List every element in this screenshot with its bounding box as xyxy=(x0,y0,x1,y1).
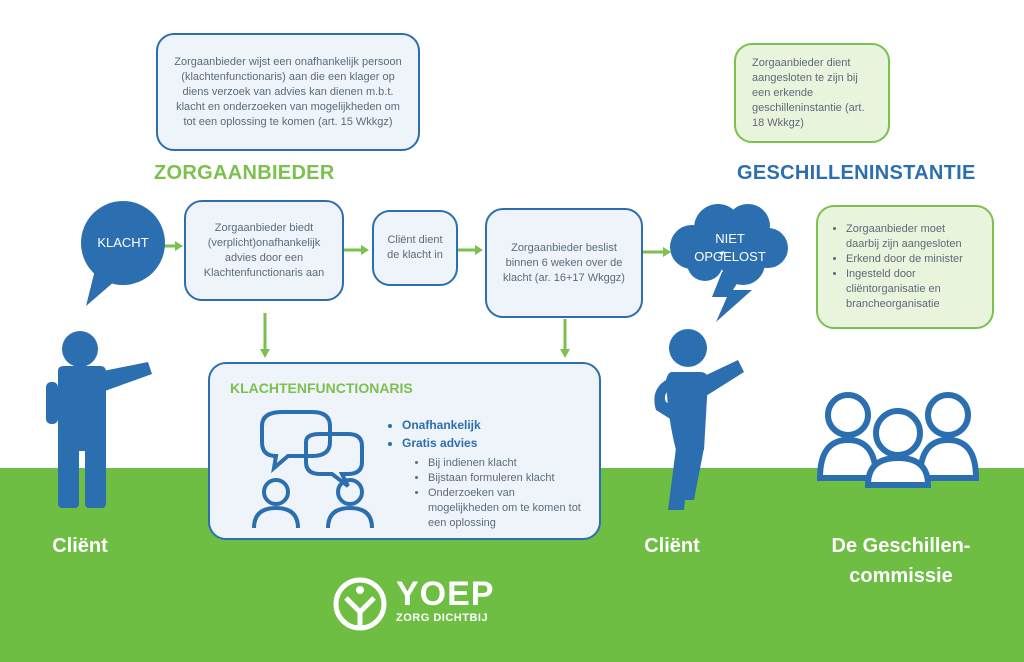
niet-text: NIET xyxy=(715,231,745,246)
yoep-logo-emblem xyxy=(333,577,387,631)
caption-commission: De Geschillen- commissie xyxy=(806,531,996,591)
info-box-klachtenfunctionaris: Zorgaanbieder wijst een onafhankelijk pe… xyxy=(156,33,420,151)
commission-line-2: commissie xyxy=(849,565,953,587)
geschilleninstantie-criteria: Zorgaanbieder moet daarbij zijn aangeslo… xyxy=(816,205,994,329)
kf-sub-item: Onderzoeken van mogelijkheden om te kome… xyxy=(428,486,588,531)
kf-sub-list: Bij indienen klacht Bijstaan formuleren … xyxy=(416,456,588,531)
flow-step-2: Cliënt dient de klacht in xyxy=(372,210,458,286)
flow-step-1: Zorgaanbieder biedt (verplicht)onafhanke… xyxy=(184,200,344,301)
info-box-text: Zorgaanbieder wijst een onafhankelijk pe… xyxy=(174,55,402,128)
flow-step-text: Zorgaanbieder beslist binnen 6 weken ove… xyxy=(503,241,625,284)
criteria-item: Erkend door de minister xyxy=(846,252,980,267)
conversation-icon xyxy=(252,410,374,529)
info-box-text: Zorgaanbieder dient aangesloten te zijn … xyxy=(752,56,865,129)
kf-bold-item: Gratis advies xyxy=(402,434,481,452)
criteria-item: Ingesteld door cliëntorganisatie en bran… xyxy=(846,267,980,312)
kf-bold-item: Onafhankelijk xyxy=(402,416,481,434)
heading-zorgaanbieder: ZORGAANBIEDER xyxy=(154,162,335,184)
opgelost-text: OPGELOST xyxy=(694,249,766,264)
caption-client-left: Cliënt xyxy=(52,535,108,557)
flow-step-text: Zorgaanbieder biedt (verplicht)onafhanke… xyxy=(203,221,325,279)
flow-step-3: Zorgaanbieder beslist binnen 6 weken ove… xyxy=(485,208,643,318)
info-box-geschilleninstantie: Zorgaanbieder dient aangesloten te zijn … xyxy=(734,43,890,143)
niet-opgelost-label: NIET OPGELOST xyxy=(690,230,770,266)
flow-step-text: Cliënt dient de klacht in xyxy=(387,234,443,261)
storm-cloud xyxy=(670,204,788,322)
criteria-item: Zorgaanbieder moet daarbij zijn aangeslo… xyxy=(846,222,980,252)
logo-name: YOEP xyxy=(396,575,495,613)
heading-geschilleninstantie: GESCHILLENINSTANTIE xyxy=(737,162,976,184)
criteria-list: Zorgaanbieder moet daarbij zijn aangeslo… xyxy=(830,222,980,312)
client-right-figure xyxy=(654,329,744,510)
commission-people-icon xyxy=(816,392,980,488)
caption-client-right: Cliënt xyxy=(644,535,700,557)
kf-sub-item: Bijstaan formuleren klacht xyxy=(428,471,588,486)
logo-wordmark: YOEP ZORG DICHTBIJ xyxy=(396,576,494,624)
logo-tagline: ZORG DICHTBIJ xyxy=(396,612,489,624)
panel-title: KLACHTENFUNCTIONARIS xyxy=(230,380,413,396)
klacht-label: KLACHT xyxy=(97,235,149,250)
klacht-speech-bubble xyxy=(81,201,165,306)
client-left-figure xyxy=(46,331,152,508)
kf-bold-list: Onafhankelijk Gratis advies xyxy=(388,416,481,452)
kf-sub-item: Bij indienen klacht xyxy=(428,456,588,471)
klachtenfunctionaris-panel: KLACHTENFUNCTIONARIS Onafhankelijk Grati… xyxy=(208,362,601,540)
commission-line-1: De Geschillen- xyxy=(831,535,971,557)
